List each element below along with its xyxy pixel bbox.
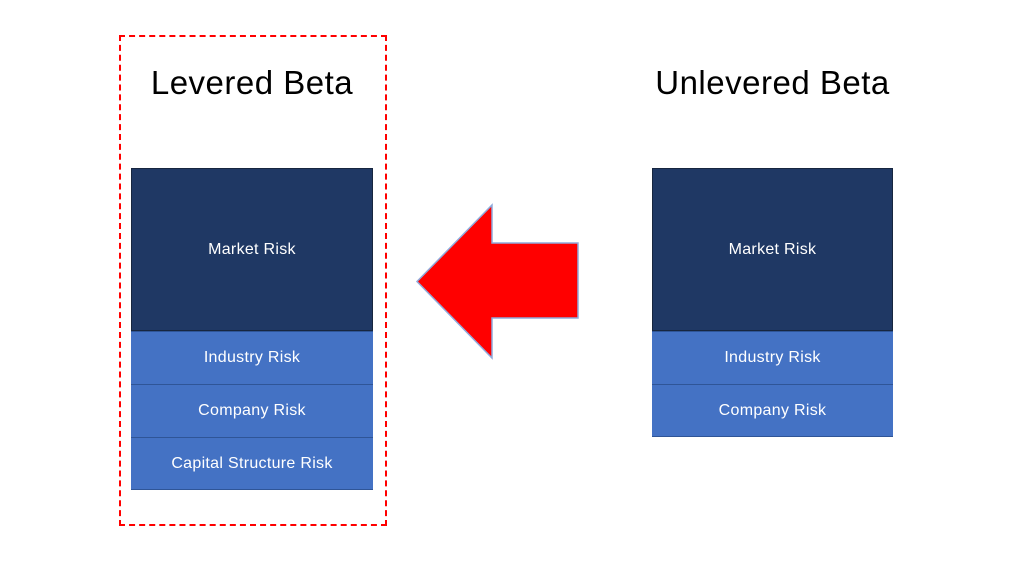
segment-label: Industry Risk [724,349,821,366]
unlevered-company-risk-segment: Company Risk [652,384,893,437]
segment-label: Market Risk [208,240,296,258]
segment-label: Company Risk [718,401,827,419]
levered-beta-stack: Market Risk Industry Risk Company Risk C… [131,168,373,490]
unlevered-market-risk-segment: Market Risk [652,168,893,331]
segment-label: Market Risk [728,240,817,258]
levered-company-risk-segment: Company Risk [131,384,373,437]
levered-beta-title: Levered Beta [150,64,354,101]
unlevered-beta-title: Unlevered Beta [655,64,890,101]
unlevered-beta-stack: Market Risk Industry Risk Company Risk [652,168,893,437]
levered-capital-structure-risk-segment: Capital Structure Risk [131,437,373,490]
levered-market-risk-segment: Market Risk [131,168,373,331]
segment-label: Industry Risk [203,349,301,366]
left-arrow-icon [415,203,581,360]
unlevered-industry-risk-segment: Industry Risk [652,331,893,384]
segment-label: Company Risk [198,402,306,419]
levered-industry-risk-segment: Industry Risk [131,331,373,384]
levered-highlight-box [119,35,387,526]
segment-label: Capital Structure Risk [171,454,333,472]
